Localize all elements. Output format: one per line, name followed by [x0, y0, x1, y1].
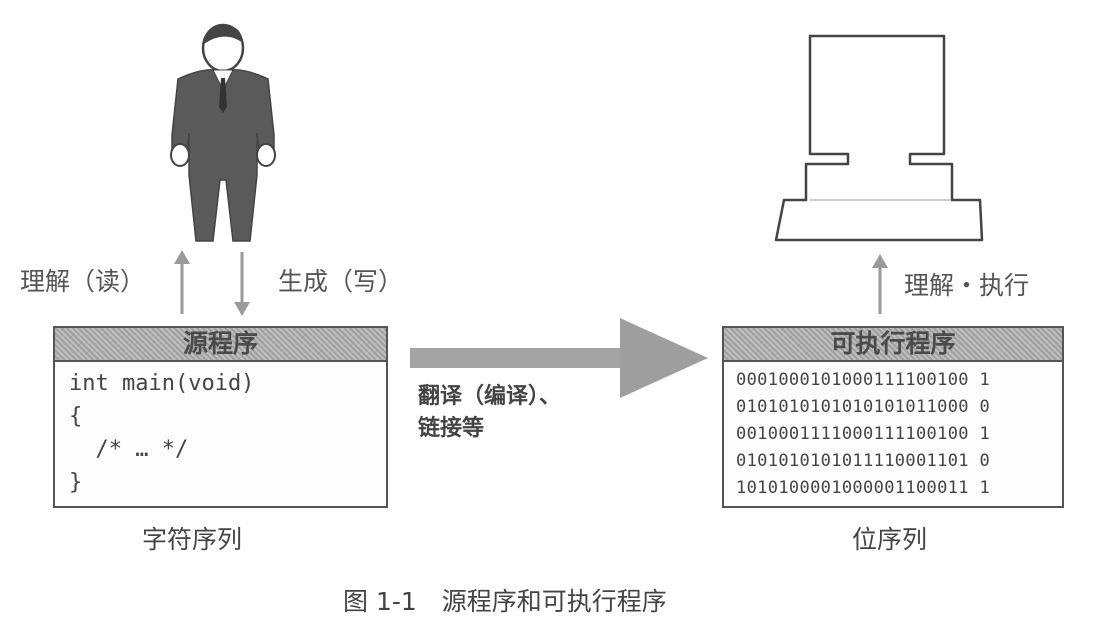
bit-row: 0101010101010101011000 0	[736, 397, 991, 417]
read-arrow	[174, 250, 190, 314]
translate-label-line2: 链接等	[418, 416, 485, 441]
bit-row: 1010100001000001100011 1	[736, 478, 991, 498]
bit-row: 0010001111000111100100 1	[736, 424, 991, 444]
executable-caption: 位序列	[852, 525, 928, 554]
translate-label-line1: 翻译（编译）、	[418, 384, 562, 409]
execute-label: 理解・执行	[904, 271, 1030, 300]
figure-caption: 图 1-1 源程序和可执行程序	[343, 587, 667, 616]
source-program-box: 源程序 int main(void) { /* … */ }	[53, 326, 388, 508]
read-label: 理解（读）	[20, 267, 146, 296]
source-program-title: 源程序	[55, 328, 386, 362]
execute-arrow	[872, 254, 888, 314]
bit-row: 0101010101011110001101 0	[736, 451, 991, 471]
source-caption: 字符序列	[142, 525, 243, 554]
write-label: 生成（写）	[278, 267, 404, 296]
code-line: {	[69, 404, 83, 429]
write-arrow	[234, 252, 250, 316]
code-line: int main(void)	[69, 371, 255, 396]
bit-row: 0001000101000111100100 1	[736, 370, 991, 390]
code-line: /* … */	[69, 437, 189, 462]
person-icon	[170, 23, 276, 242]
code-line: }	[69, 470, 83, 495]
executable-program-box: 可执行程序 0001000101000111100100 1 010101010…	[722, 326, 1064, 508]
executable-program-title: 可执行程序	[724, 328, 1062, 362]
translate-arrow	[410, 318, 708, 398]
computer-icon	[774, 34, 984, 242]
